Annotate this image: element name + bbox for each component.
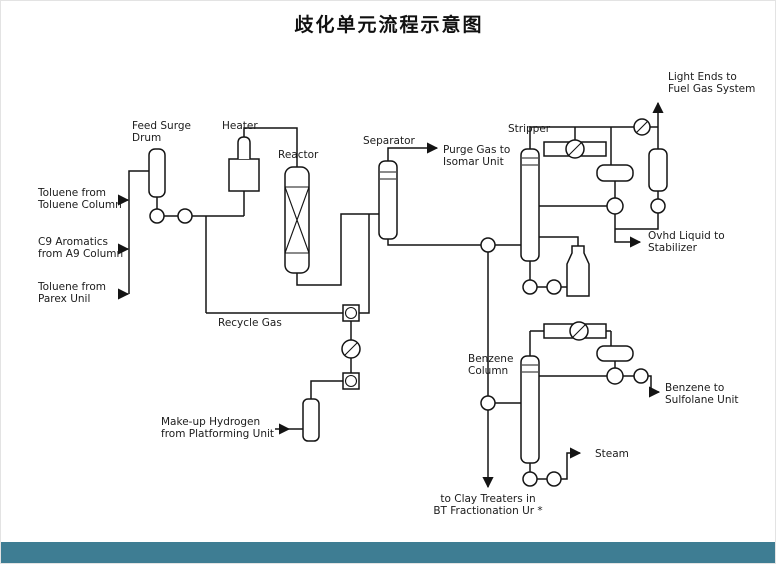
ovhd-liquid-label: Stabilizer — [648, 242, 698, 254]
c9-aromatics-label: C9 Aromatics — [38, 236, 108, 248]
labels: Feed Surge Drum Heater Reactor Separator… — [37, 71, 755, 517]
ovhd-liquid-label: Ovhd Liquid to — [648, 230, 725, 242]
c9-aromatics-label: from A9 Column — [38, 248, 123, 260]
stripper-feed-pump-icon — [480, 237, 496, 253]
makeup-compressor-icon — [342, 372, 360, 390]
benzene-column-symbol — [520, 355, 540, 464]
clay-treaters-label: BT Fractionation Ur * — [433, 505, 542, 517]
benzene-accumulator-symbol — [596, 345, 634, 362]
light-ends-label: Light Ends to — [668, 71, 737, 83]
page-title: 歧化单元流程示意图 — [294, 13, 483, 36]
reactor-label: Reactor — [278, 149, 319, 161]
pipe-lines — [117, 101, 664, 489]
toluene-from-parex-label: Toluene from — [37, 281, 106, 293]
stripper-accumulator-symbol — [596, 164, 634, 182]
purge-gas-label: Isomar Unit — [443, 156, 504, 168]
pump-icon — [149, 208, 165, 224]
recycle-gas-label: Recycle Gas — [218, 317, 282, 329]
feed-surge-drum-symbol — [148, 148, 193, 224]
makeup-hydrogen-label: Make-up Hydrogen — [161, 416, 260, 428]
pump-icon — [633, 368, 649, 384]
pump-icon — [650, 198, 666, 214]
pump-icon — [177, 208, 193, 224]
bottom-bar — [1, 542, 775, 563]
toluene-from-toluene-column-label: Toluene Column — [37, 199, 122, 211]
toluene-from-toluene-column-label: Toluene from — [37, 187, 106, 199]
light-ends-label: Fuel Gas System — [668, 83, 755, 95]
recycle-compressor-icon — [342, 304, 360, 322]
stripper-symbol — [520, 148, 540, 262]
heater-symbol — [228, 136, 260, 192]
reactor-symbol — [284, 166, 310, 274]
recycle-cooler-icon — [341, 339, 361, 359]
light-ends-cooler-icon — [633, 118, 651, 136]
separator-symbol — [378, 160, 398, 240]
steam-label: Steam — [595, 448, 629, 460]
benzene-reboiler-symbol — [522, 471, 562, 487]
feed-surge-drum-label: Drum — [132, 132, 161, 144]
reflux-pump-icon — [606, 197, 624, 215]
separator-label: Separator — [363, 135, 416, 147]
knockout-drum-symbol — [648, 148, 668, 192]
toluene-from-parex-label: Parex Unil — [38, 293, 90, 305]
reflux-pump-icon — [606, 367, 624, 385]
clay-treaters-label: to Clay Treaters in — [440, 493, 535, 505]
makeup-hydrogen-label: from Platforming Unit — [161, 428, 274, 440]
stripper-reboiler-symbol — [522, 245, 590, 297]
reboiler-drum-symbol — [566, 245, 590, 297]
benzene-condenser-symbol — [543, 321, 607, 341]
benzene-to-sulfolane-label: Sulfolane Unit — [665, 394, 739, 406]
equipment — [148, 118, 668, 487]
benzene-column-label: Benzene — [468, 353, 513, 365]
benzene-column-label: Column — [468, 365, 508, 377]
benzene-feed-pump-icon — [480, 395, 496, 411]
stripper-label: Stripper — [508, 123, 551, 135]
heater-label: Heater — [222, 120, 258, 132]
purge-gas-label: Purge Gas to — [443, 144, 510, 156]
stripper-condenser-symbol — [543, 139, 607, 159]
makeup-hydrogen-drum-symbol — [302, 398, 320, 442]
feed-surge-drum-label: Feed Surge — [132, 120, 191, 132]
benzene-to-sulfolane-label: Benzene to — [665, 382, 724, 394]
